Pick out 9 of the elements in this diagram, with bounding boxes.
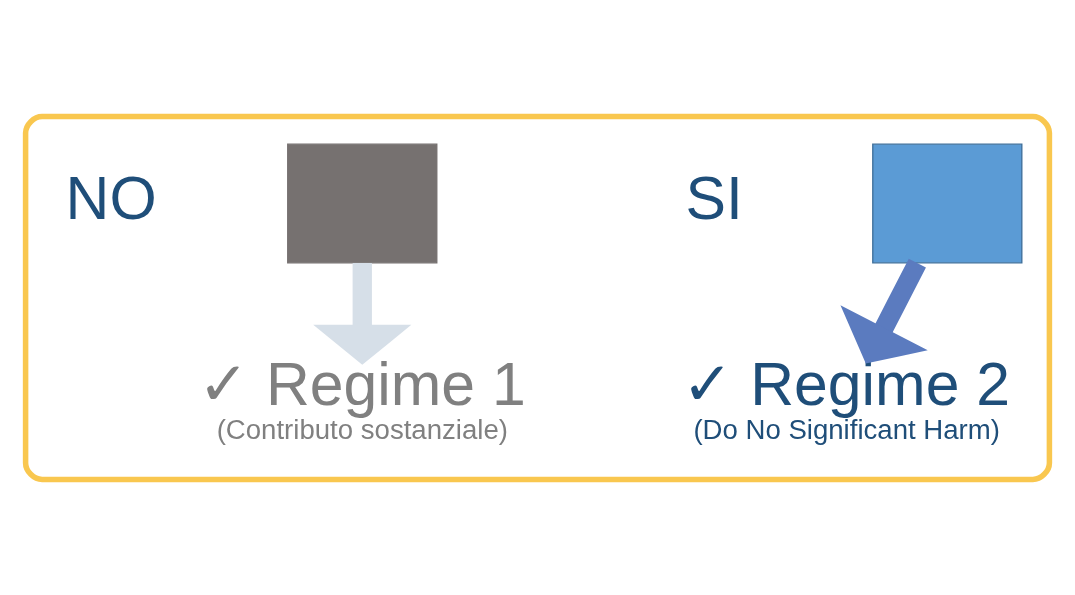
- node-label: SI: [685, 163, 743, 232]
- arrow: [313, 262, 412, 365]
- node-checkbox: [872, 142, 1023, 263]
- node-label: NO: [65, 163, 157, 232]
- cluster: [22, 113, 1053, 482]
- node-text: ✓ Regime 1 (Contributo sostanziale): [198, 349, 526, 445]
- node-box: [287, 142, 438, 263]
- node-text: ✓ Regime 2 (Do No Significant Harm): [682, 349, 1011, 445]
- arrow: [840, 258, 928, 363]
